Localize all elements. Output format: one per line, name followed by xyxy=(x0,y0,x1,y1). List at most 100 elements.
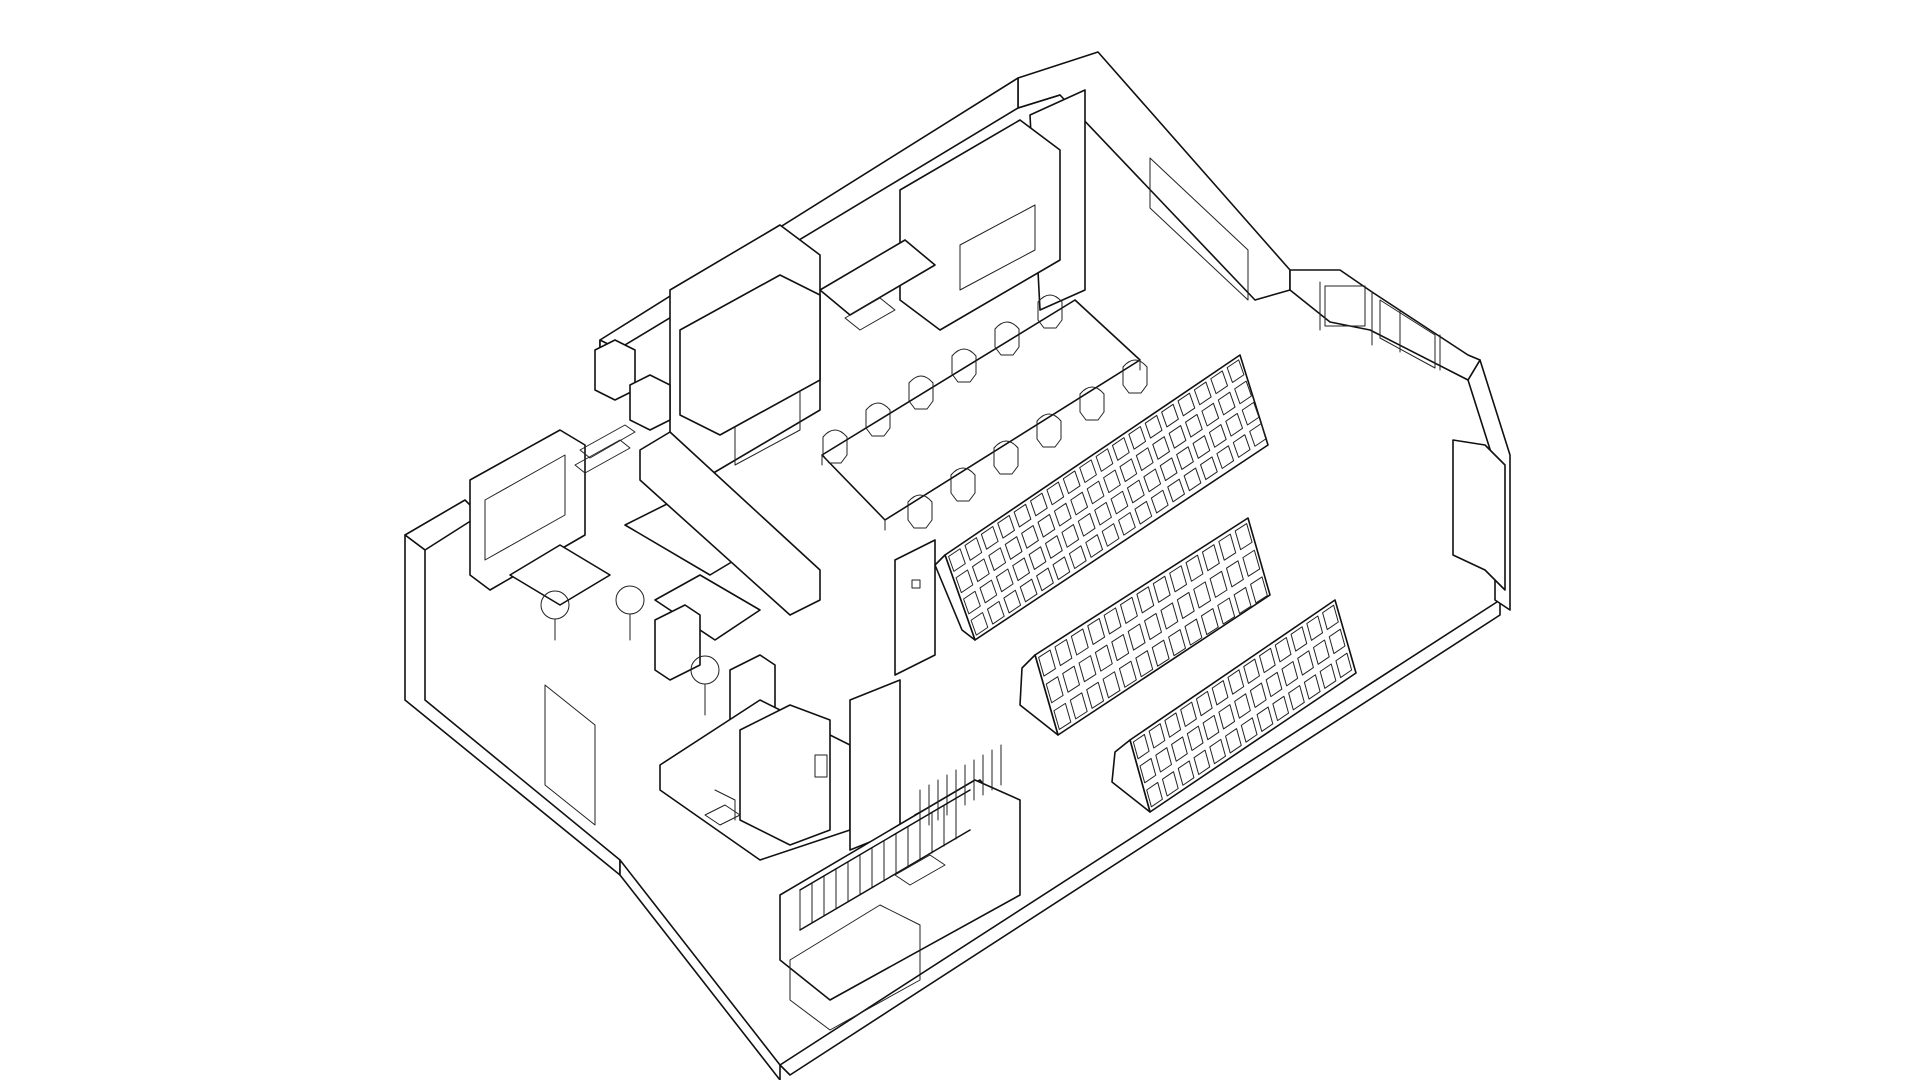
stair-well xyxy=(779,779,1021,1001)
shelf-3-end xyxy=(1111,739,1151,813)
grab-bar xyxy=(714,789,736,821)
shelf-slot xyxy=(1061,524,1080,548)
shelf-slot xyxy=(1095,448,1114,472)
shelf-slot xyxy=(1062,665,1080,693)
shelf-slot xyxy=(1086,681,1105,709)
shelf-slot xyxy=(1118,660,1137,688)
shelf-slot xyxy=(1227,669,1245,695)
shelf-slot xyxy=(1319,663,1337,689)
shelf-slot xyxy=(1243,658,1260,684)
window-bay xyxy=(1289,269,1506,591)
shelf-slot xyxy=(1086,480,1105,505)
shelf-slot xyxy=(1210,370,1229,395)
shelf-slot xyxy=(1185,554,1204,582)
shelf-slot xyxy=(980,526,999,550)
shelf-slot xyxy=(1028,546,1047,570)
shelf-slot xyxy=(971,558,990,583)
shelf-slot xyxy=(1128,426,1147,450)
right-pillar xyxy=(1452,439,1506,591)
shelf-slot xyxy=(1012,557,1030,582)
shelf-slot xyxy=(1085,534,1104,558)
shelf-slot xyxy=(1078,655,1097,683)
shelf-slot xyxy=(1101,523,1120,547)
shelf-slot xyxy=(1132,733,1150,760)
shelf-slot xyxy=(1119,458,1138,483)
shelf-slot xyxy=(1038,649,1056,677)
shelf-slot xyxy=(1045,535,1063,559)
partition-a-board xyxy=(959,204,1036,291)
wall-shelf-2 xyxy=(579,424,636,459)
shelf-slot xyxy=(1118,511,1136,536)
shelf-slot xyxy=(1265,671,1283,698)
shelf-slot xyxy=(1176,446,1194,470)
desk-a xyxy=(509,544,611,606)
office-partition xyxy=(639,431,821,616)
shelf-slot xyxy=(1281,661,1299,687)
shelf-slot xyxy=(1232,434,1251,458)
shelf-slot xyxy=(1193,581,1212,609)
shelf-slot xyxy=(1200,608,1219,636)
corridor-post-2 xyxy=(629,374,671,431)
shelf-slot xyxy=(1192,435,1211,459)
shelf-slot xyxy=(964,537,983,561)
shelf-slot xyxy=(1303,674,1321,700)
shelf-slot xyxy=(1135,650,1154,678)
shelf-slot xyxy=(1201,402,1220,427)
shelf-slot xyxy=(1045,676,1064,704)
shelf-3-slots xyxy=(1132,604,1353,808)
shelf-slot xyxy=(1070,628,1089,656)
corridor-post xyxy=(594,339,636,401)
shelf-slot xyxy=(1110,490,1129,515)
shelf-slot xyxy=(1335,652,1353,679)
shelf-slot xyxy=(1019,578,1038,603)
shelf-slot xyxy=(1322,604,1339,631)
shelf-slot xyxy=(1288,685,1305,711)
wall-shelf xyxy=(574,439,631,474)
shelf-slot xyxy=(1240,717,1258,743)
shelf-slot xyxy=(1151,639,1170,667)
shelf-slot xyxy=(1211,680,1229,706)
shelf-slot xyxy=(1144,414,1163,439)
shelf-slot xyxy=(1054,639,1073,667)
shelf-slot xyxy=(1053,702,1072,730)
shelf-slot xyxy=(1036,567,1054,592)
stair-lower xyxy=(789,904,921,1031)
shelf-slot xyxy=(1256,706,1274,732)
chair xyxy=(822,429,848,464)
stair-step-platform xyxy=(894,854,946,886)
shelf-slot xyxy=(1102,671,1121,699)
chairs-row-back xyxy=(822,294,1063,464)
shelf-slot xyxy=(1209,738,1226,765)
shelf-slot xyxy=(1077,512,1096,537)
shelf-slot xyxy=(1152,436,1170,460)
shelf-slot xyxy=(1234,523,1253,551)
shelf-slot xyxy=(1030,492,1048,517)
shelf-slot xyxy=(1186,725,1204,751)
shelf-slot xyxy=(1103,607,1122,635)
shelf-slot xyxy=(1148,723,1166,749)
front-outer-wall xyxy=(619,859,781,1080)
shelf-slot xyxy=(1094,501,1112,526)
bathroom xyxy=(659,679,901,861)
chair xyxy=(994,321,1020,356)
shelf-slot xyxy=(1052,556,1071,581)
chairs-row-front xyxy=(907,359,1148,529)
handrail xyxy=(799,789,971,891)
chair xyxy=(993,440,1019,475)
shelf-slot xyxy=(1150,489,1169,514)
shelf-slot xyxy=(1306,615,1324,641)
shelf-slot xyxy=(1272,695,1290,722)
bathroom-partition xyxy=(739,704,831,846)
shelf-slot xyxy=(1134,500,1153,525)
partition-a xyxy=(899,119,1061,331)
shelf-slot xyxy=(1195,690,1213,717)
shelf-slot xyxy=(1167,478,1185,503)
shelf-slot xyxy=(1226,560,1244,588)
shelf-slot xyxy=(1217,597,1236,625)
shelf-slot xyxy=(1177,760,1195,786)
bathroom-door-sign xyxy=(814,754,828,778)
shelf-slot xyxy=(1234,380,1252,405)
shelf-slot xyxy=(1111,437,1130,461)
shelf-slot xyxy=(1290,626,1308,652)
